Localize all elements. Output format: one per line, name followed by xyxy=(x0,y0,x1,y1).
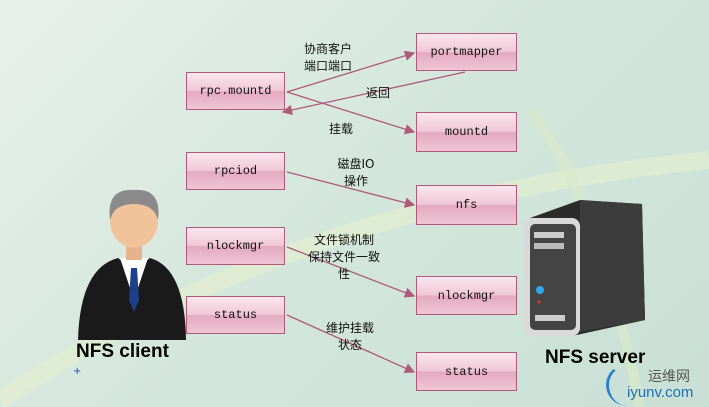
label-line: 维护挂载 xyxy=(325,321,374,335)
label-line: 文件锁机制 xyxy=(313,233,374,247)
arrow-mount xyxy=(286,91,416,135)
label-status: 维护挂载状态 xyxy=(318,320,382,354)
label-line: 端口端口 xyxy=(303,59,352,73)
client-nlockmgr-box: nlockmgr xyxy=(186,227,285,265)
server-status-box: status xyxy=(416,352,517,391)
label-line: 协商客户 xyxy=(303,42,352,56)
label-return: 返回 xyxy=(366,86,391,100)
arrow-diskio xyxy=(286,171,416,208)
label-mount: 挂载 xyxy=(329,122,354,136)
client-rpc-mountd-box: rpc.mountd xyxy=(186,72,285,110)
server-nlockmgr-box: nlockmgr xyxy=(416,276,517,315)
arrow-negotiate xyxy=(286,50,416,93)
label-negotiate: 协商客户端口端口 xyxy=(296,41,360,75)
label-line: 磁盘IO xyxy=(337,157,375,171)
label-line: 保持文件一致 xyxy=(307,250,380,264)
label-line: 状态 xyxy=(337,338,362,352)
cursor-crosshair-icon: + xyxy=(73,366,82,377)
label-line: 操作 xyxy=(343,174,368,188)
watermark-cn: 运维网 xyxy=(648,369,690,385)
watermark-en: iyunv.com xyxy=(627,384,694,401)
client-rpciod-box: rpciod xyxy=(186,152,285,190)
arrow-lock xyxy=(286,246,416,298)
nfs-client-label: NFS client xyxy=(76,341,169,362)
nfs-server-label: NFS server xyxy=(545,347,646,368)
label-line: 性 xyxy=(337,267,350,281)
arrow-status xyxy=(286,314,416,374)
label-lock: 文件锁机制保持文件一致性 xyxy=(304,232,384,283)
label-diskio: 磁盘IO 操作 xyxy=(326,156,386,190)
server-mountd-box: mountd xyxy=(416,112,517,152)
arrow-return xyxy=(281,71,466,116)
client-status-box: status xyxy=(186,296,285,334)
server-portmapper-box: portmapper xyxy=(416,33,517,71)
watermark-logo-icon xyxy=(606,364,649,406)
server-nfs-box: nfs xyxy=(416,185,517,225)
